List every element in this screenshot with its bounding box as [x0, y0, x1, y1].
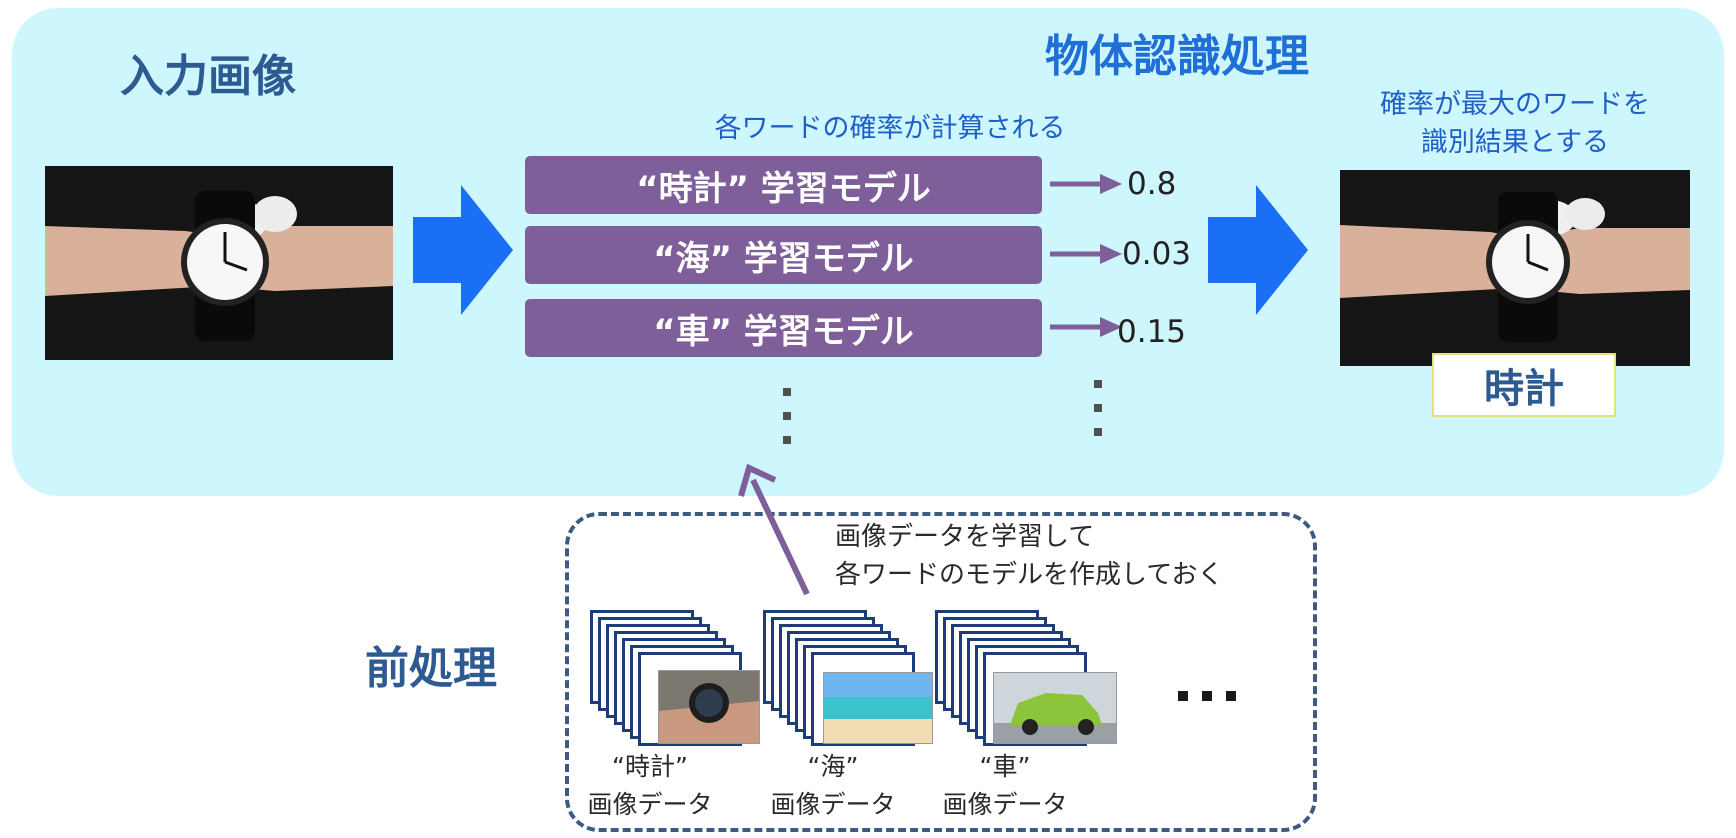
output-watch-photo: [1340, 170, 1690, 366]
dataset-label-sea: “海” 画像データ: [753, 748, 913, 824]
recognition-title: 物体認識処理: [1045, 31, 1309, 82]
input-image-label: 入力画像: [120, 51, 296, 102]
result-caption: 確率が最大のワードを 識別結果とする: [1350, 86, 1680, 162]
car-thumbnail: [993, 672, 1117, 744]
result-caption-line2: 識別結果とする: [1420, 127, 1610, 158]
result-caption-line1: 確率が最大のワードを: [1380, 89, 1650, 120]
watch-thumbnail: [658, 670, 760, 744]
model-label: “時計” 学習モデル: [636, 168, 931, 209]
training-note-line2: 各ワードのモデルを作成しておく: [835, 560, 1224, 590]
dataset-stack-watch: [590, 610, 770, 746]
dataset-stack-sea: [763, 610, 943, 746]
watch-image-icon: [45, 166, 393, 360]
probability-caption: 各ワードの確率が計算される: [714, 113, 1066, 144]
model-label: “車” 学習モデル: [653, 311, 914, 352]
more-models-ellipsis: [783, 388, 791, 460]
preprocessing-label: 前処理: [365, 643, 497, 694]
right-arrow-icon: [1050, 317, 1122, 337]
input-watch-photo: [45, 166, 393, 360]
score-sea: 0.03: [1122, 236, 1192, 272]
training-arrow-icon: [738, 463, 810, 596]
training-note-line1: 画像データを学習して: [835, 522, 1095, 552]
dataset-label-car: “車” 画像データ: [925, 748, 1085, 824]
model-box-sea: “海” 学習モデル: [525, 226, 1042, 284]
right-arrow-icon: [1050, 174, 1122, 194]
dataset-caption: 画像データ: [587, 790, 713, 819]
more-scores-ellipsis: [1094, 380, 1102, 452]
score-watch: 0.8: [1127, 166, 1177, 202]
dataset-word: “海”: [807, 752, 859, 781]
dataset-stack-car: [935, 610, 1120, 746]
flow-arrow-icon: [413, 185, 513, 315]
dataset-label-watch: “時計” 画像データ: [570, 748, 730, 824]
watch-image-icon: [1340, 170, 1690, 366]
score-car: 0.15: [1117, 314, 1187, 350]
right-arrow-icon: [1050, 244, 1122, 264]
training-note: 画像データを学習して 各ワードのモデルを作成しておく: [835, 518, 1223, 594]
model-label: “海” 学習モデル: [653, 238, 914, 279]
dataset-word: “時計”: [612, 752, 688, 781]
model-box-car: “車” 学習モデル: [525, 299, 1042, 357]
training-data-box: [565, 512, 1317, 832]
dataset-caption: 画像データ: [770, 790, 896, 819]
flow-arrow-icon: [1208, 185, 1308, 315]
model-box-watch: “時計” 学習モデル: [525, 156, 1042, 214]
result-word-box: 時計: [1432, 353, 1616, 417]
dataset-word: “車”: [979, 752, 1031, 781]
dataset-caption: 画像データ: [942, 790, 1068, 819]
more-datasets-ellipsis: [1178, 686, 1250, 705]
sea-thumbnail: [823, 672, 933, 744]
